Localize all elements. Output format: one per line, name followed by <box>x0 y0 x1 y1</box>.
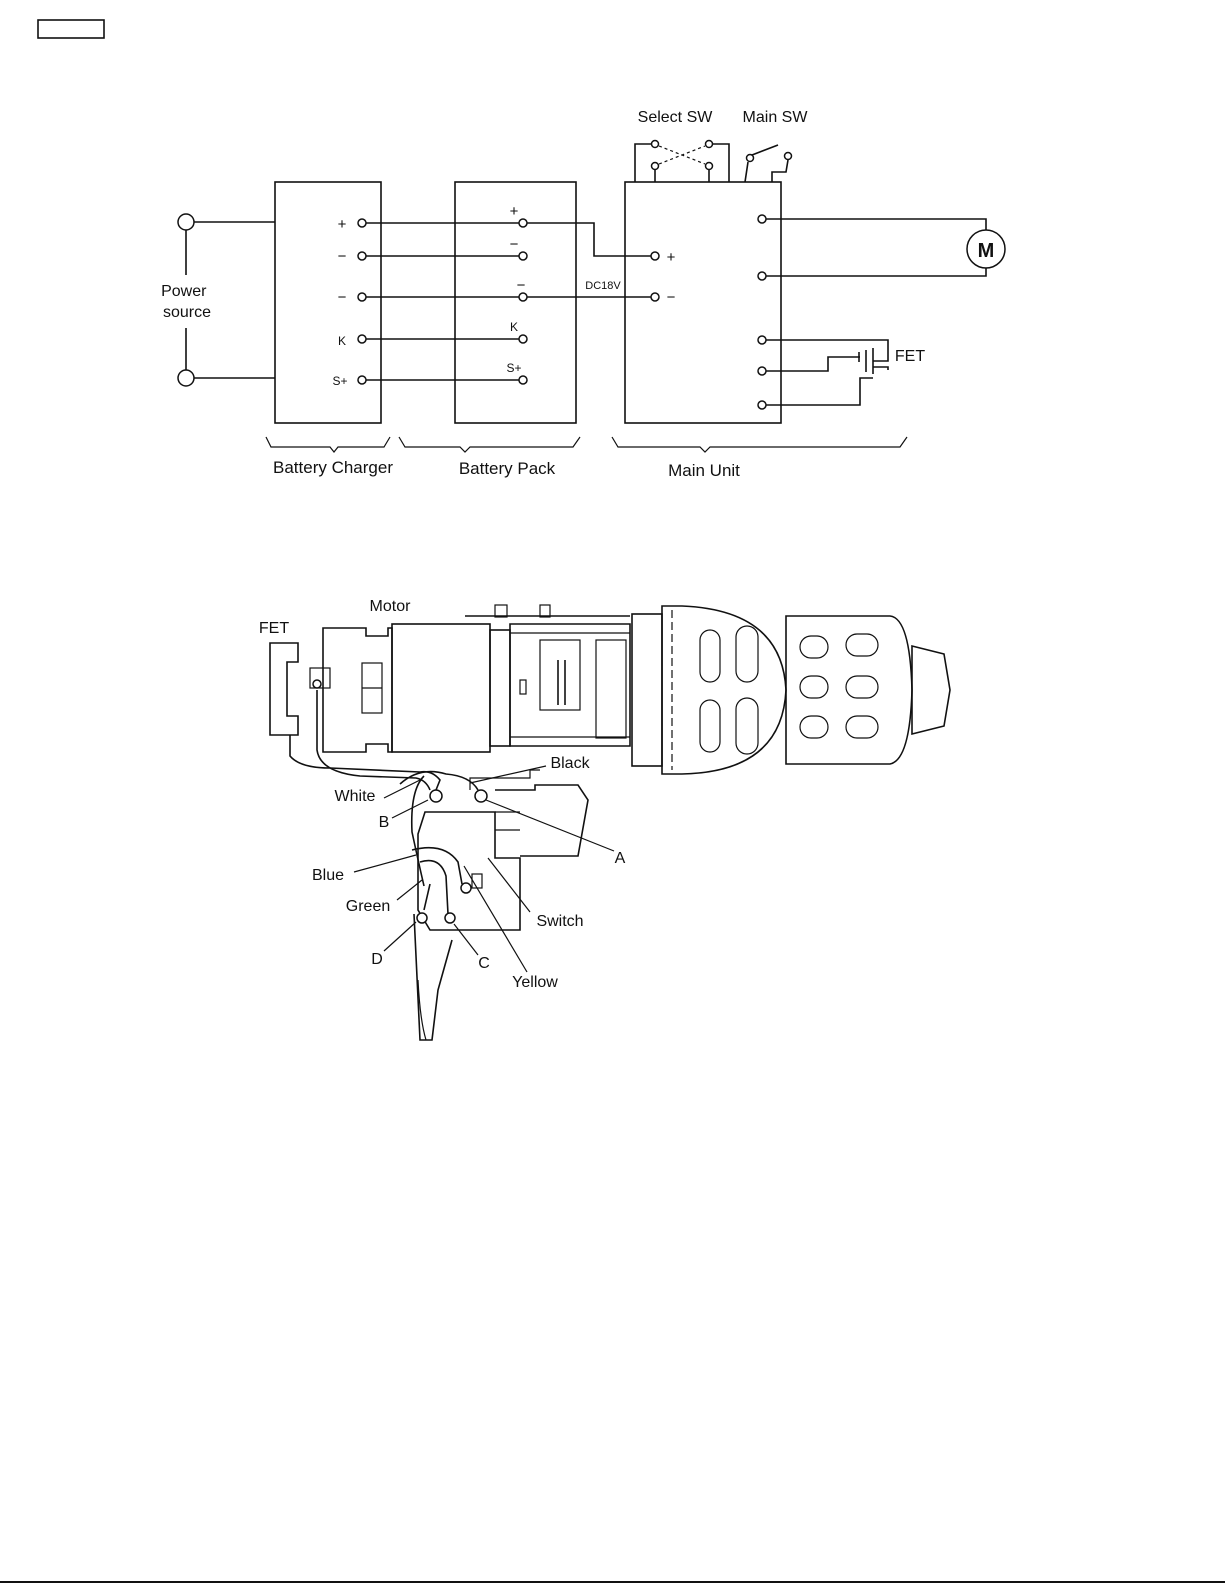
battery-charger-label: Battery Charger <box>273 458 393 477</box>
charger-term-minus-2: − <box>338 289 347 306</box>
main-switch-symbol <box>745 145 792 182</box>
charger-term-k: K <box>338 334 346 348</box>
charger-term-minus-1: − <box>338 248 347 265</box>
wire-blue-label: Blue <box>312 867 344 884</box>
terminal-b <box>430 790 442 802</box>
select-sw-label: Select SW <box>638 109 714 126</box>
fet-symbol <box>766 340 888 405</box>
pack-term-plus: + <box>510 203 519 220</box>
power-terminal-top <box>178 214 194 230</box>
charger-term-s-plus: S+ <box>332 374 347 388</box>
fet-label: FET <box>895 348 925 365</box>
terminal-b-label: B <box>379 814 390 831</box>
wire-yellow-label: Yellow <box>512 974 558 991</box>
chuck-nose <box>912 646 950 734</box>
main-sw-label: Main SW <box>743 109 809 126</box>
select-switch-symbol <box>635 141 729 183</box>
motor-symbol-label: M <box>978 240 995 262</box>
main-term-plus: + <box>667 249 676 266</box>
brace-charger <box>266 437 390 452</box>
trigger <box>495 785 588 856</box>
terminal-a-label: A <box>615 850 626 867</box>
gearbox <box>510 624 630 746</box>
terminal-c <box>445 913 455 923</box>
header-box <box>38 20 104 38</box>
fet-module-label: FET <box>259 620 289 637</box>
power-source-label: Power source <box>161 283 211 321</box>
main-term-minus: − <box>667 289 676 306</box>
motor-body <box>392 624 490 752</box>
charger-term-plus: + <box>338 216 347 233</box>
wire-green-label: Green <box>346 898 390 915</box>
battery-charger-box <box>275 182 381 423</box>
drill-wiring-illustration: Motor FET Black White B A Blue Green Swi… <box>259 598 950 1040</box>
dc-voltage-label: DC18V <box>585 280 621 292</box>
terminal-d <box>417 913 427 923</box>
schematic-diagram: Power source + − − K S+ + <box>161 109 1005 480</box>
battery-pack-label: Battery Pack <box>459 459 556 478</box>
power-source-line1: Power <box>161 283 207 300</box>
clutch-ring <box>662 606 786 774</box>
wire-black-label: Black <box>550 755 590 772</box>
main-unit-label: Main Unit <box>668 461 740 480</box>
terminal-a <box>475 790 487 802</box>
terminal-c-label: C <box>478 955 490 972</box>
power-terminal-bottom <box>178 370 194 386</box>
pack-term-minus-1: − <box>510 236 519 253</box>
pack-term-minus-2: − <box>517 277 526 294</box>
terminal-d-label: D <box>371 951 383 968</box>
pack-term-k: K <box>510 320 518 334</box>
motor-label: Motor <box>370 598 412 615</box>
brace-main-unit <box>612 437 907 452</box>
pack-term-s-plus: S+ <box>506 361 521 375</box>
fet-module <box>270 643 298 735</box>
power-source-line2: source <box>163 304 211 321</box>
battery-leads <box>414 914 452 1040</box>
switch-label: Switch <box>536 913 583 930</box>
wire-white-label: White <box>335 788 376 805</box>
brace-pack <box>399 437 580 452</box>
